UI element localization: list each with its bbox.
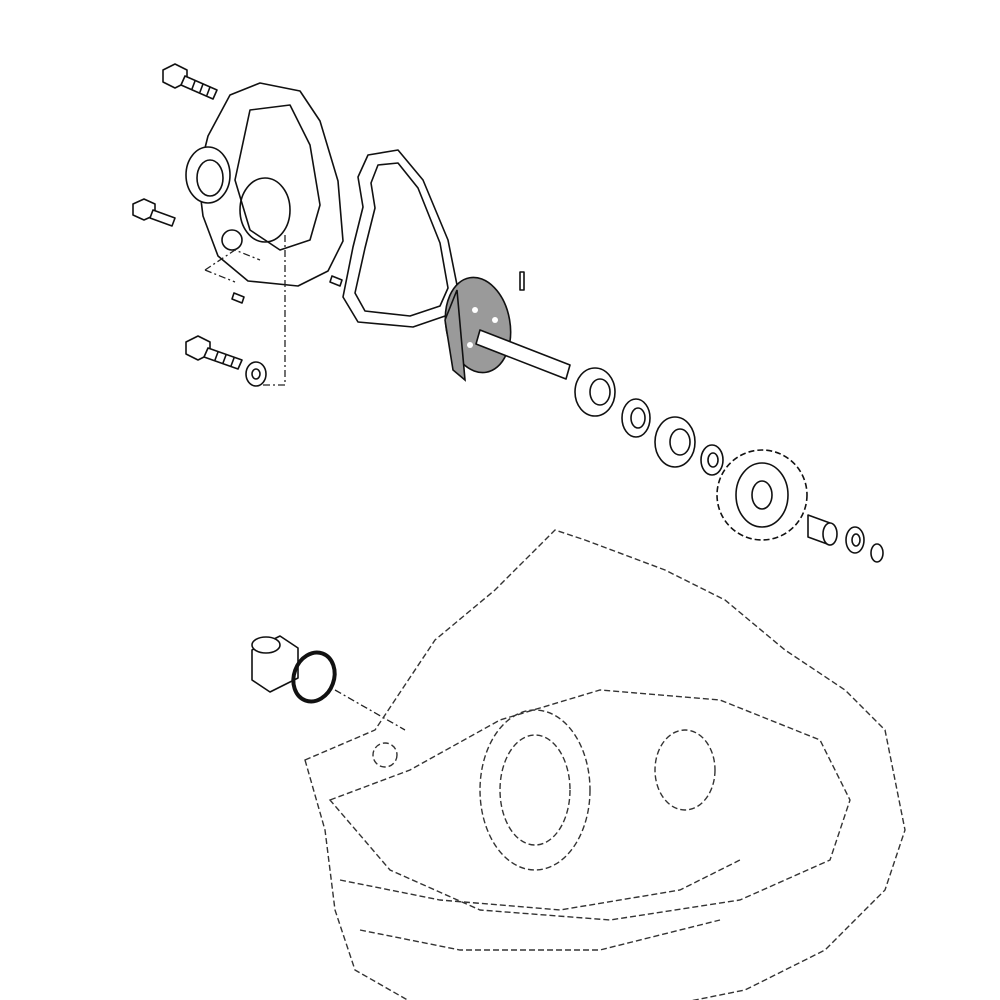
bolt-bottom	[185, 335, 243, 370]
bearing-1	[574, 367, 616, 417]
seal	[621, 398, 651, 438]
bearing-2	[654, 416, 696, 468]
washer-small	[245, 361, 267, 387]
gasket	[342, 149, 459, 328]
o-ring	[291, 650, 337, 704]
collar-lower	[251, 635, 299, 693]
washer	[700, 444, 724, 476]
leader-line	[334, 689, 406, 731]
dowel-pins	[231, 275, 343, 304]
bolt-middle	[132, 198, 176, 227]
pump-drive-gear	[716, 449, 808, 541]
impeller-shaft	[444, 271, 571, 382]
circlip	[870, 543, 884, 563]
crankcase	[304, 529, 906, 1000]
washer-2	[845, 526, 865, 554]
water-pump-cover	[185, 82, 344, 386]
collar	[807, 514, 838, 546]
bolt-top	[162, 63, 218, 100]
